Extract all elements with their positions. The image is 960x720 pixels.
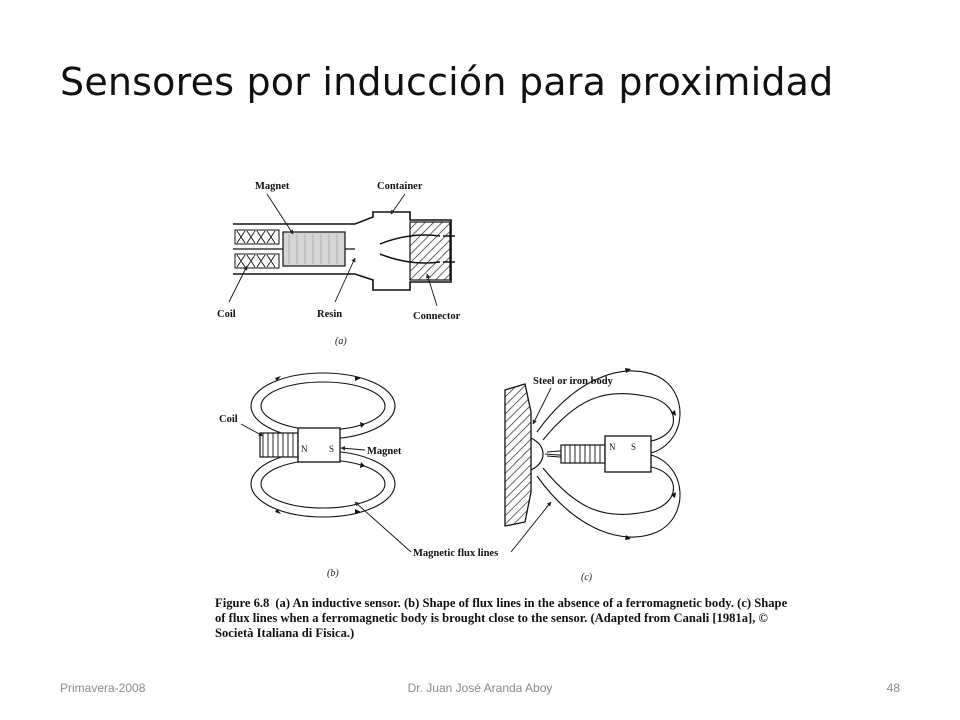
coil-b: [259, 432, 299, 458]
caption-label: Figure 6.8: [215, 596, 270, 610]
figure-caption: Figure 6.8(a) An inductive sensor. (b) S…: [215, 596, 795, 641]
flux-lines-label: Magnetic flux lines: [413, 548, 498, 559]
magnet-label-b: Magnet: [367, 446, 402, 457]
resin-label: Resin: [317, 309, 342, 320]
magnet-label: Magnet: [255, 181, 290, 192]
north-pole-b: N: [301, 444, 308, 454]
figure-drawing: Magnet Container Coil Resin Connector (a…: [217, 181, 681, 583]
container-label: Container: [377, 181, 423, 192]
page-number: 48: [886, 681, 900, 695]
sensor-cross-section: Magnet Container Coil Resin Connector (a…: [217, 181, 461, 347]
coil-c: [560, 444, 606, 464]
south-pole-c: S: [631, 442, 636, 452]
caption-text: (a) An inductive sensor. (b) Shape of fl…: [215, 596, 788, 640]
flux-lines-callout: Magnetic flux lines: [354, 501, 552, 559]
flux-free-space-diagram: N S Coil Magnet (b): [219, 372, 402, 579]
connector-block: [409, 221, 451, 281]
part-c-tag: (c): [581, 572, 593, 583]
footer-semester: Primavera-2008: [60, 681, 146, 695]
flux-with-body-diagram: N S Steel or iron body (c): [504, 368, 681, 583]
magnet-block: [282, 231, 346, 267]
container-outline: [233, 211, 452, 291]
body-label: Steel or iron body: [533, 376, 614, 387]
magnet-b: [297, 427, 341, 463]
part-b-tag: (b): [327, 568, 339, 579]
coil-label-b: Coil: [219, 414, 238, 425]
connector-label: Connector: [413, 311, 461, 322]
steel-iron-body: [504, 383, 532, 527]
magnet-c: [604, 435, 652, 473]
coil-label-a: Coil: [217, 309, 236, 320]
inductive-sensor-figure: Magnet Container Coil Resin Connector (a…: [205, 162, 805, 662]
south-pole-b: S: [329, 444, 334, 454]
part-a-tag: (a): [335, 336, 347, 347]
north-pole-c: N: [609, 442, 616, 452]
footer-author: Dr. Juan José Aranda Aboy: [407, 681, 553, 695]
coil-windings: [234, 229, 280, 269]
slide-title: Sensores por inducción para proximidad: [60, 60, 834, 104]
